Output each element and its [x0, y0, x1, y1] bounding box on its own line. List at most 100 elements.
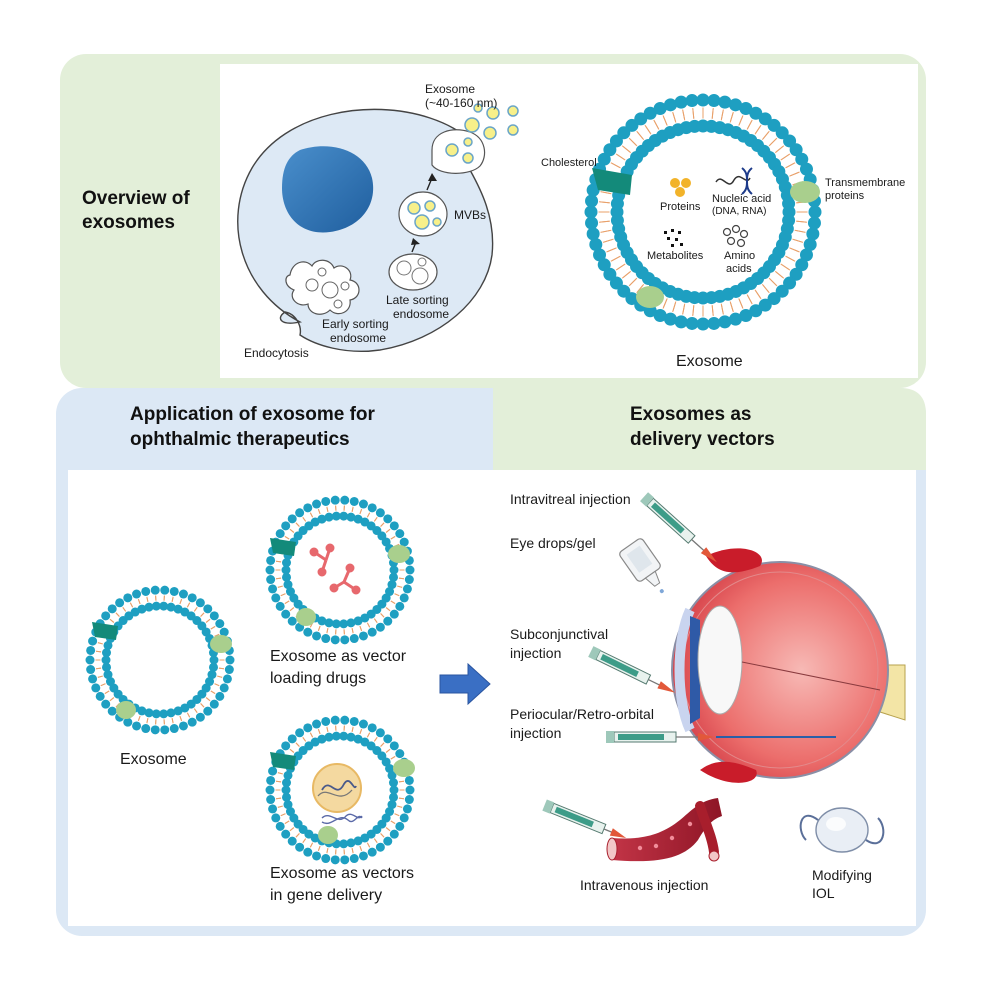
lipid-head: [281, 829, 291, 839]
lipid-tail: [284, 536, 290, 540]
lipid-head: [789, 143, 803, 157]
lipid-head: [312, 719, 322, 729]
lipid-tail: [645, 125, 652, 135]
lipid-head: [265, 565, 275, 575]
delivery-title-line2: delivery vectors: [630, 429, 775, 450]
lipid-head: [268, 584, 278, 594]
lipid-tail: [692, 108, 695, 119]
lipid-tail: [599, 220, 610, 223]
lipid-tail: [607, 247, 617, 253]
lipid-tail: [397, 805, 403, 808]
lipid-head: [281, 609, 291, 619]
lipid-head: [358, 719, 368, 729]
lipid-head: [107, 706, 117, 716]
lipid-head: [215, 691, 225, 701]
lipid-tail: [373, 838, 378, 843]
lipid-tail: [214, 633, 220, 637]
late-sorting-label-line2: endosome: [393, 307, 449, 321]
lipid-tail: [653, 120, 660, 130]
lipid-head: [388, 778, 398, 788]
lipid-head: [349, 634, 359, 644]
lipid-head: [367, 503, 377, 513]
lipid-tail: [146, 596, 149, 602]
lipid-tail: [789, 247, 799, 253]
lipid-head: [674, 95, 688, 109]
lipid-head: [358, 499, 368, 509]
lipid-tail: [351, 628, 354, 634]
lipid-head: [330, 715, 340, 725]
lipid-head: [321, 854, 331, 864]
lipid-head: [282, 572, 292, 582]
lipid-head: [317, 734, 327, 744]
nucleic-acid-label-line2: (DNA, RNA): [712, 206, 766, 217]
lipid-head: [729, 98, 743, 112]
lipid-head: [203, 604, 213, 614]
exosome-size-label-line1: Exosome: [425, 82, 475, 96]
delivery-title-line1: Exosomes as: [630, 404, 751, 425]
lipid-head: [389, 521, 399, 531]
lipid-head: [696, 317, 710, 331]
lipid-tail: [672, 112, 677, 123]
lipid-head: [643, 106, 657, 120]
lipid-head: [317, 514, 327, 524]
lipid-head: [123, 593, 133, 603]
lipid-tail: [629, 138, 638, 147]
lipid-tail: [179, 715, 183, 721]
intravitreal-label: Intravitreal injection: [510, 491, 631, 507]
lipid-head: [283, 770, 293, 780]
lipid-head: [375, 728, 385, 738]
lipid-tail: [214, 683, 220, 687]
nucleus: [282, 146, 374, 233]
exosome-membrane-large: [584, 93, 822, 331]
lipid-tail: [611, 162, 621, 169]
lipid-tail: [746, 294, 753, 304]
lipid-tail: [96, 650, 102, 653]
mvb-vesicle: [432, 217, 442, 227]
lipid-tail: [351, 726, 354, 732]
lipid-head: [405, 785, 415, 795]
lipid-tail: [397, 585, 403, 588]
lipid-tail: [277, 805, 283, 808]
lipid-tail: [289, 827, 295, 832]
metabolites-icon: [664, 229, 683, 247]
lipid-tail: [366, 842, 371, 848]
lipid-tail: [366, 622, 371, 628]
lipid-tail: [785, 255, 795, 262]
lipid-head: [144, 602, 154, 612]
released-exosome: [486, 106, 500, 120]
lipid-tail: [289, 748, 295, 753]
lipid-head: [674, 315, 688, 329]
lipid-head: [585, 216, 599, 230]
lipid-head: [383, 734, 393, 744]
lipid-head: [339, 839, 349, 849]
lipid-head: [209, 655, 219, 665]
lipid-head: [634, 112, 648, 126]
lipid-head: [807, 216, 821, 230]
amino-acids-label-line2: acids: [726, 263, 752, 275]
application-title-line2: ophthalmic therapeutics: [130, 429, 350, 450]
exosome-drug-loaded: [265, 495, 415, 645]
lipid-tail: [171, 718, 174, 724]
eye-drops-label: Eye drops/gel: [510, 535, 596, 551]
lipid-tail: [774, 270, 784, 279]
lipid-head: [739, 102, 753, 116]
cholesterol-marker: [592, 168, 632, 195]
lipid-tail: [277, 772, 283, 775]
lipid-tail: [210, 690, 216, 694]
lipid-head: [799, 162, 813, 176]
lipid-head: [224, 665, 234, 675]
transmembrane-protein: [318, 826, 338, 844]
lipid-head: [101, 699, 111, 709]
lipid-head: [283, 580, 293, 590]
lipid-tail: [277, 585, 283, 588]
intravenous-syringe: [542, 799, 627, 838]
lipid-head: [103, 670, 113, 680]
lipid-tail: [390, 600, 396, 604]
lipid-head: [653, 102, 667, 116]
lipid-tail: [171, 596, 174, 602]
lipid-tail: [611, 255, 621, 262]
lipid-head: [137, 604, 147, 614]
lipid-tail: [109, 697, 115, 702]
lipid-head: [349, 854, 359, 864]
